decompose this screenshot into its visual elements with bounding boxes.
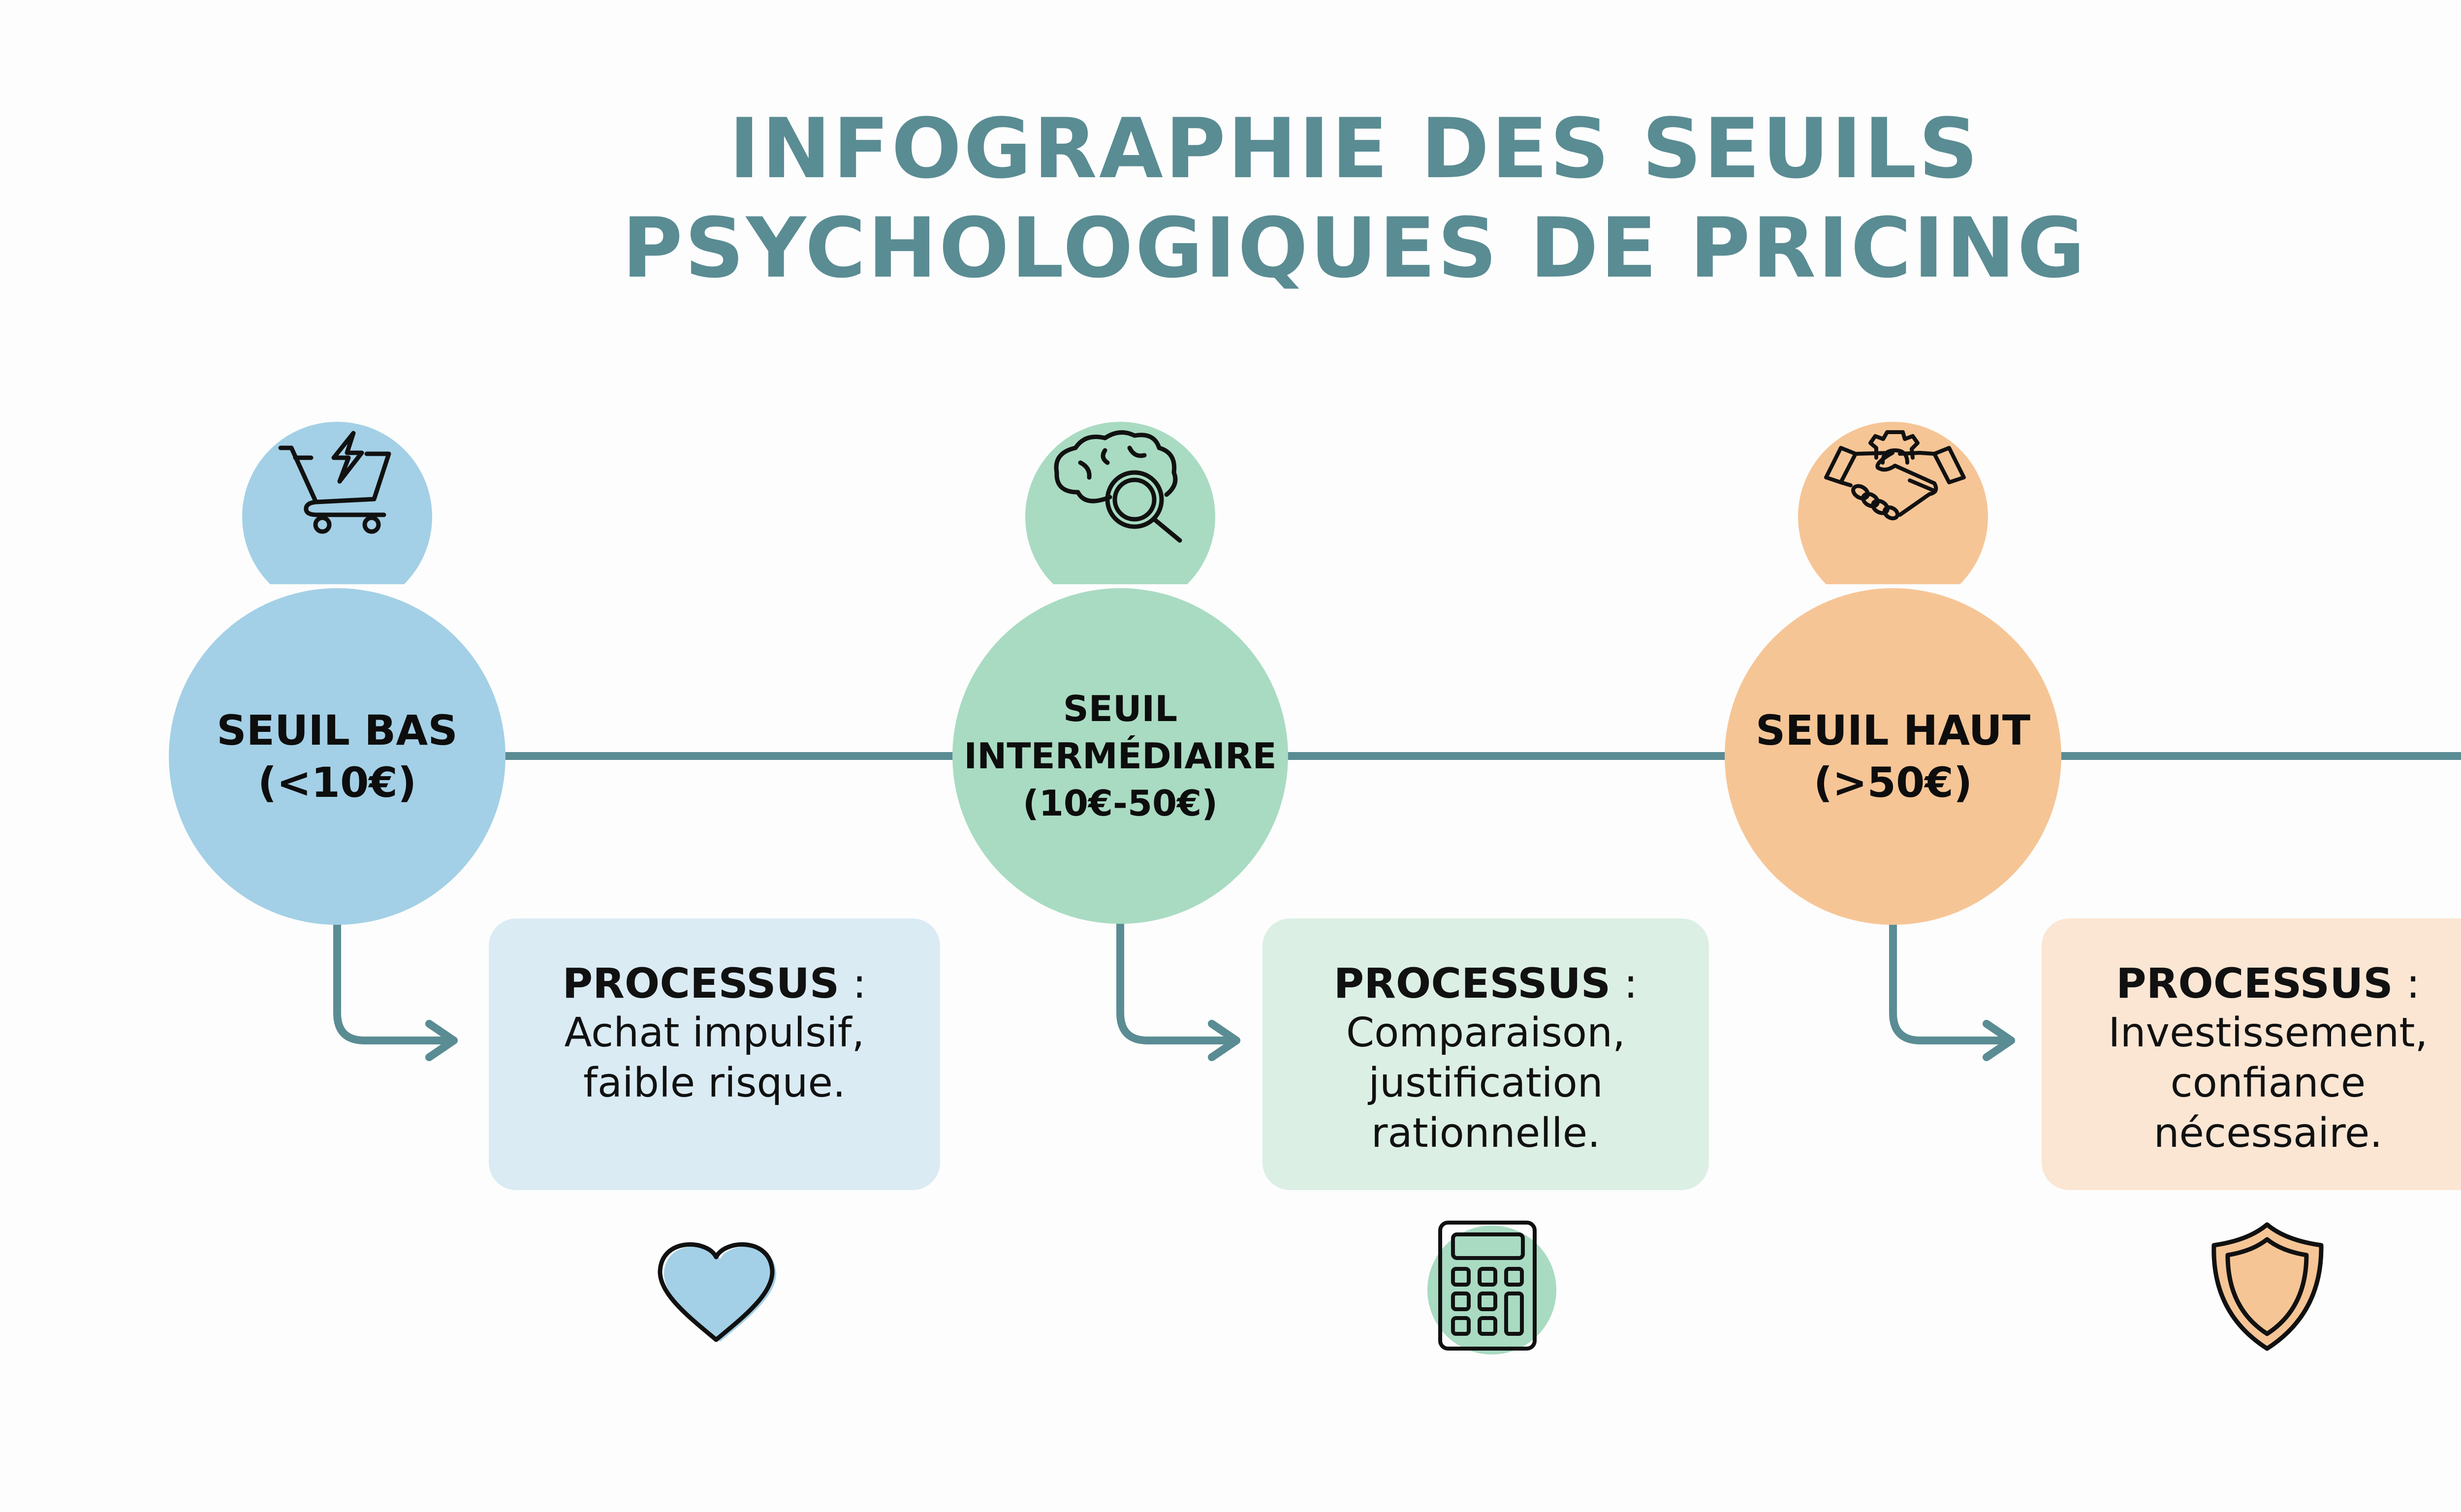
process-line: Investissement, xyxy=(2108,1009,2428,1056)
threshold-circle-seuil-intermediaire: SEUIL INTERMÉDIAIRE (10€-50€) xyxy=(952,588,1288,924)
threshold-range: (>50€) xyxy=(1813,758,1973,807)
threshold-name: SEUIL BAS xyxy=(217,706,458,755)
process-box-seuil-intermediaire: PROCESSUS : Comparaison, justification r… xyxy=(1262,918,1709,1190)
connector-arrow-3 xyxy=(1889,919,2015,1044)
infographic-title-line-1: INFOGRAPHIE DES SEUILS xyxy=(729,100,1980,197)
connector-arrowhead-3-icon xyxy=(1983,1020,2015,1061)
process-line: Achat impulsif, xyxy=(564,1009,865,1056)
process-label: PROCESSUS xyxy=(1333,959,1611,1008)
process-label: PROCESSUS xyxy=(2116,959,2393,1008)
process-box-seuil-haut: PROCESSUS : Investissement, confiance né… xyxy=(2042,918,2461,1190)
process-separator: : xyxy=(1610,959,1638,1008)
shield-icon xyxy=(2211,1222,2324,1351)
handshake-gear-icon xyxy=(1824,430,1966,521)
infographic-title-line-2: PSYCHOLOGIQUES DE PRICING xyxy=(622,200,2087,296)
process-line: nécessaire. xyxy=(2153,1110,2383,1157)
process-line: confiance xyxy=(2170,1060,2366,1106)
icon-bubble-seuil-intermediaire xyxy=(1025,422,1215,584)
process-line: rationnelle. xyxy=(1371,1110,1601,1157)
threshold-circle-seuil-bas: SEUIL BAS (<10€) xyxy=(169,588,505,925)
connector-arrowhead-1-icon xyxy=(425,1020,458,1061)
threshold-name-line-2: INTERMÉDIAIRE xyxy=(964,735,1277,777)
process-line: justification xyxy=(1368,1060,1603,1106)
process-box-seuil-bas: PROCESSUS : Achat impulsif, faible risqu… xyxy=(489,918,940,1190)
threshold-name: SEUIL xyxy=(1063,688,1178,729)
process-separator: : xyxy=(2393,959,2420,1008)
threshold-circle-seuil-haut: SEUIL HAUT (>50€) xyxy=(1725,588,2061,925)
process-label: PROCESSUS xyxy=(562,959,840,1008)
process-line: faible risque. xyxy=(583,1060,846,1106)
connector-arrow-1 xyxy=(333,919,458,1044)
process-separator: : xyxy=(839,959,867,1008)
threshold-range: (10€-50€) xyxy=(1022,783,1218,824)
shopping-cart-lightning-icon xyxy=(278,431,391,534)
threshold-range: (<10€) xyxy=(257,758,417,807)
heart-icon xyxy=(658,1242,777,1342)
brain-magnifier-icon xyxy=(1054,430,1182,543)
connector-arrowhead-2-icon xyxy=(1208,1020,1240,1061)
calculator-icon xyxy=(1438,1221,1537,1351)
process-line: Comparaison, xyxy=(1346,1009,1626,1056)
threshold-name: SEUIL HAUT xyxy=(1755,706,2031,755)
connector-arrow-2 xyxy=(1116,919,1240,1044)
